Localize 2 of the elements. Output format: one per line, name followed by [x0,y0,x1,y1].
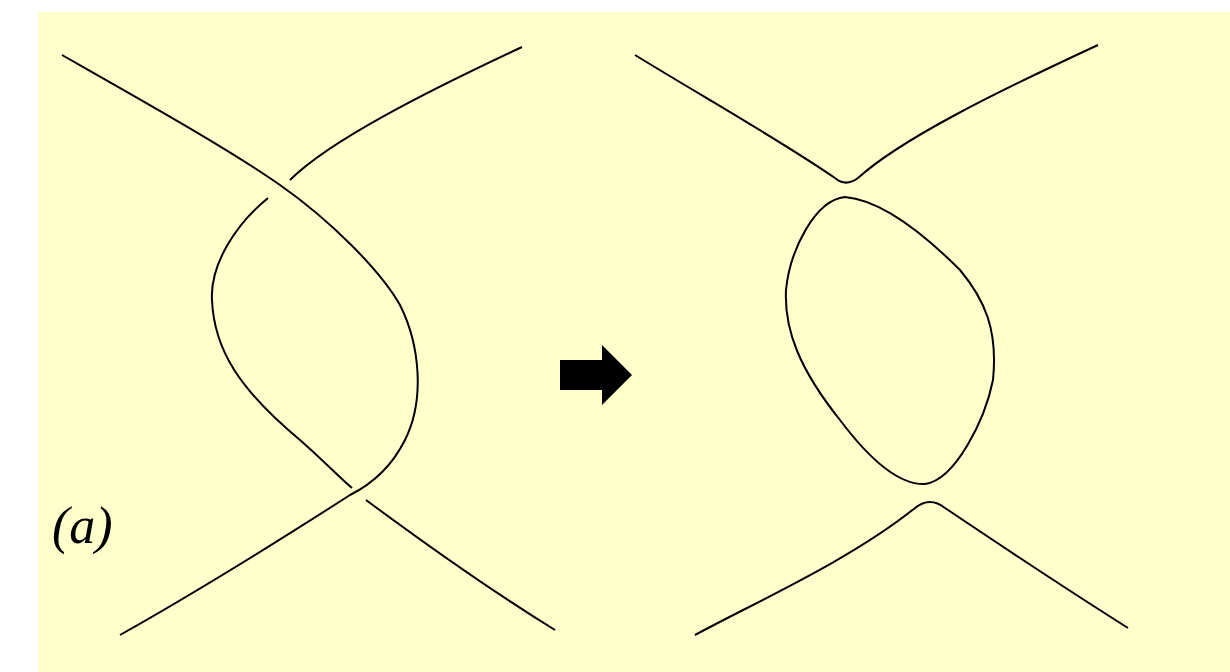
block-arrow [560,345,632,405]
panel-label: (a) [52,500,113,552]
